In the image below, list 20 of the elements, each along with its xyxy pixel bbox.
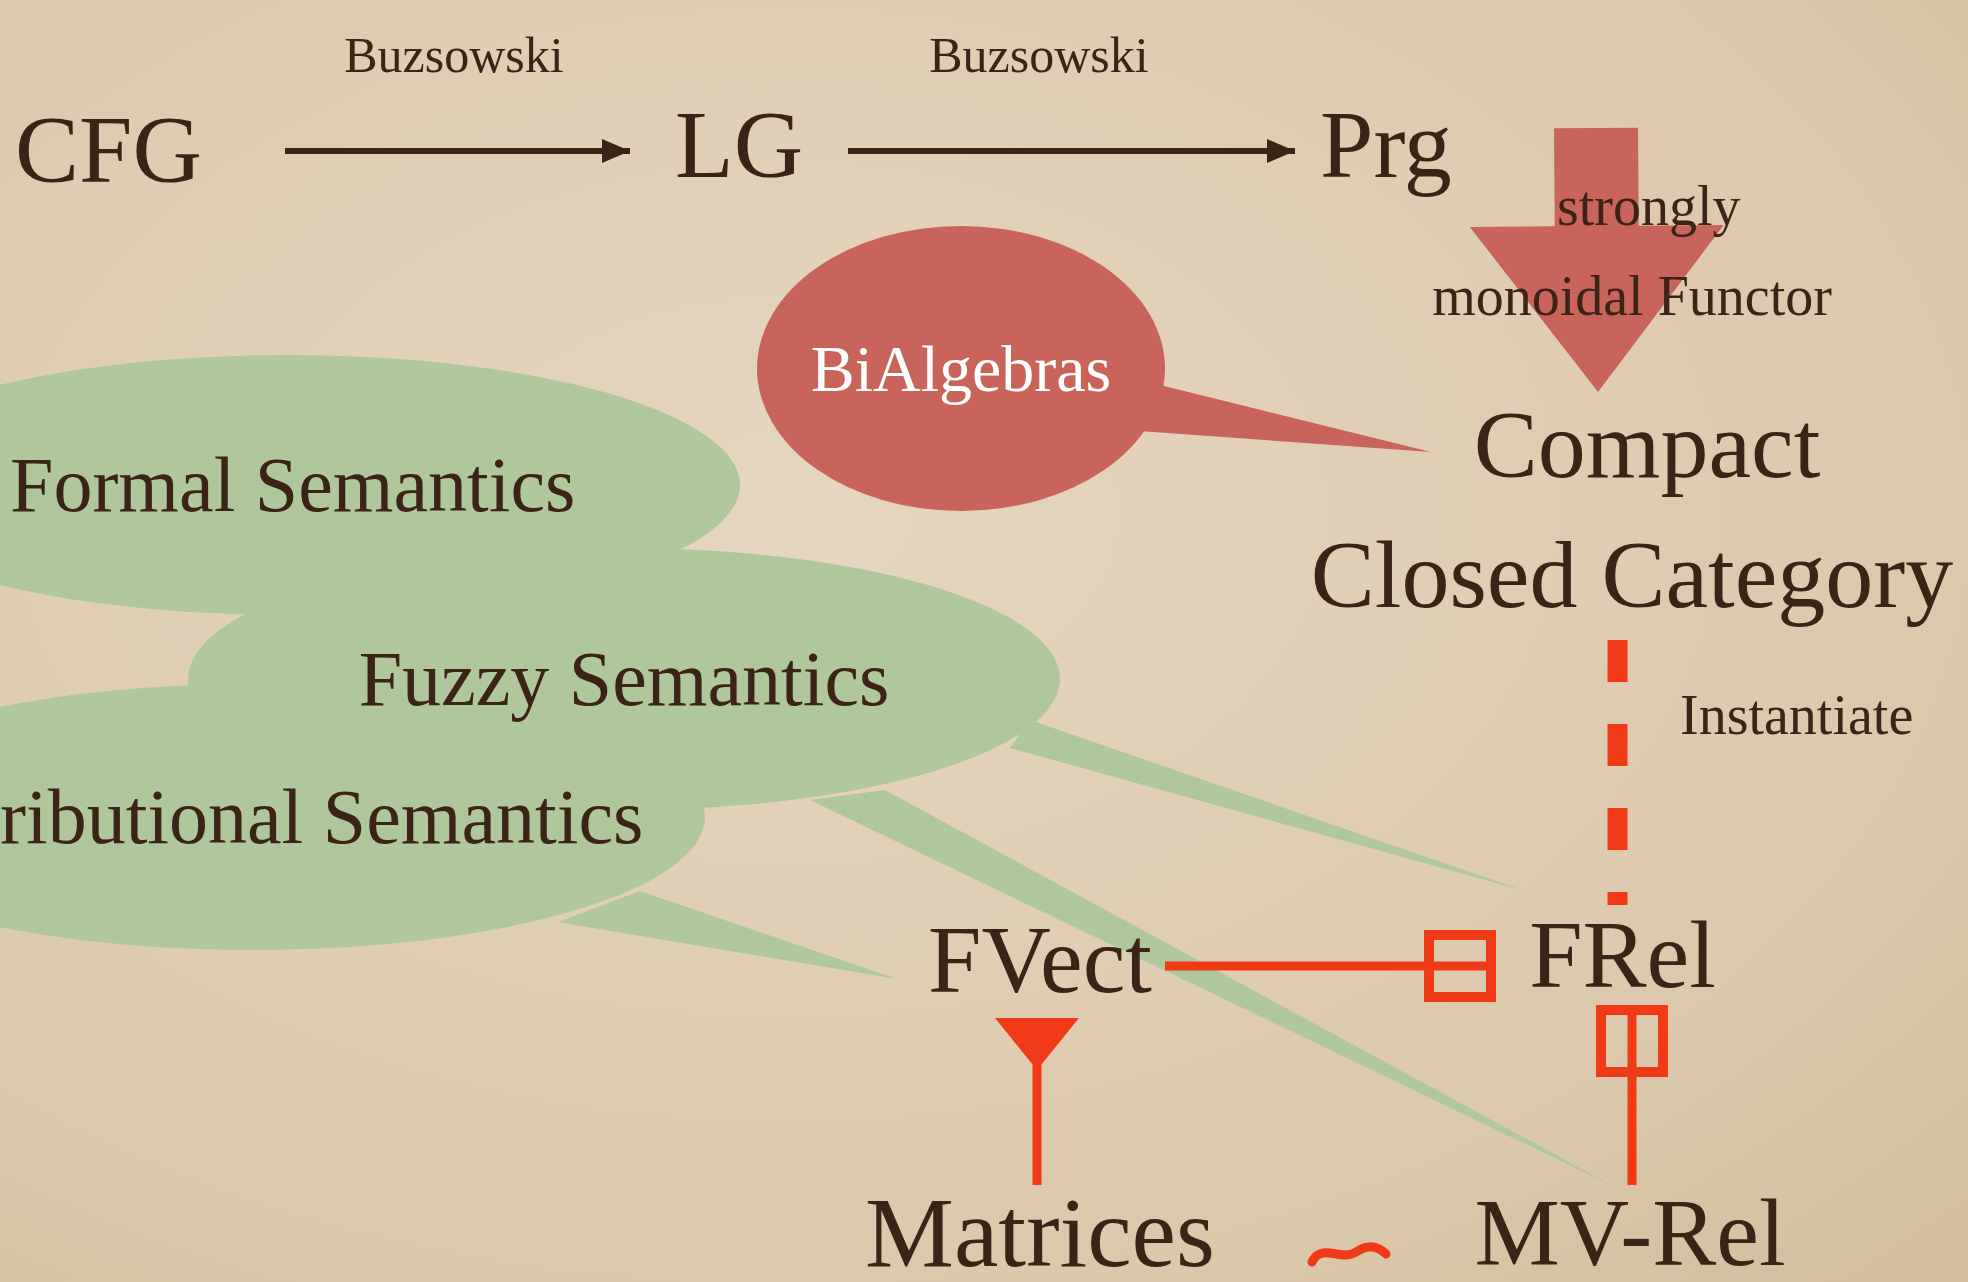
arrow bbox=[848, 139, 1295, 163]
bubble-text: ributional Semantics bbox=[0, 778, 644, 856]
node-label: CFG bbox=[15, 102, 202, 198]
callout-tail bbox=[1010, 720, 1525, 891]
connector-line bbox=[995, 1018, 1079, 1185]
node-label: FVect bbox=[928, 912, 1152, 1008]
node-label: MV-Rel bbox=[1474, 1184, 1786, 1281]
arrow bbox=[285, 139, 630, 163]
node-label: FRel bbox=[1529, 907, 1716, 1003]
callout-tail bbox=[558, 891, 897, 979]
node-label: Matrices bbox=[865, 1182, 1215, 1282]
connector-line bbox=[1596, 1005, 1668, 1185]
node-label: Compact Closed Category bbox=[1309, 390, 1955, 630]
dashed-connector bbox=[1607, 640, 1628, 905]
connector-line bbox=[1165, 930, 1496, 1002]
edge-label: Instantiate bbox=[1680, 687, 1914, 743]
edge-label: Buzsowski bbox=[929, 30, 1149, 80]
bubble-text: Formal Semantics bbox=[10, 446, 576, 524]
edge-label: Buzsowski bbox=[344, 30, 564, 80]
node-label: LG bbox=[675, 97, 803, 193]
